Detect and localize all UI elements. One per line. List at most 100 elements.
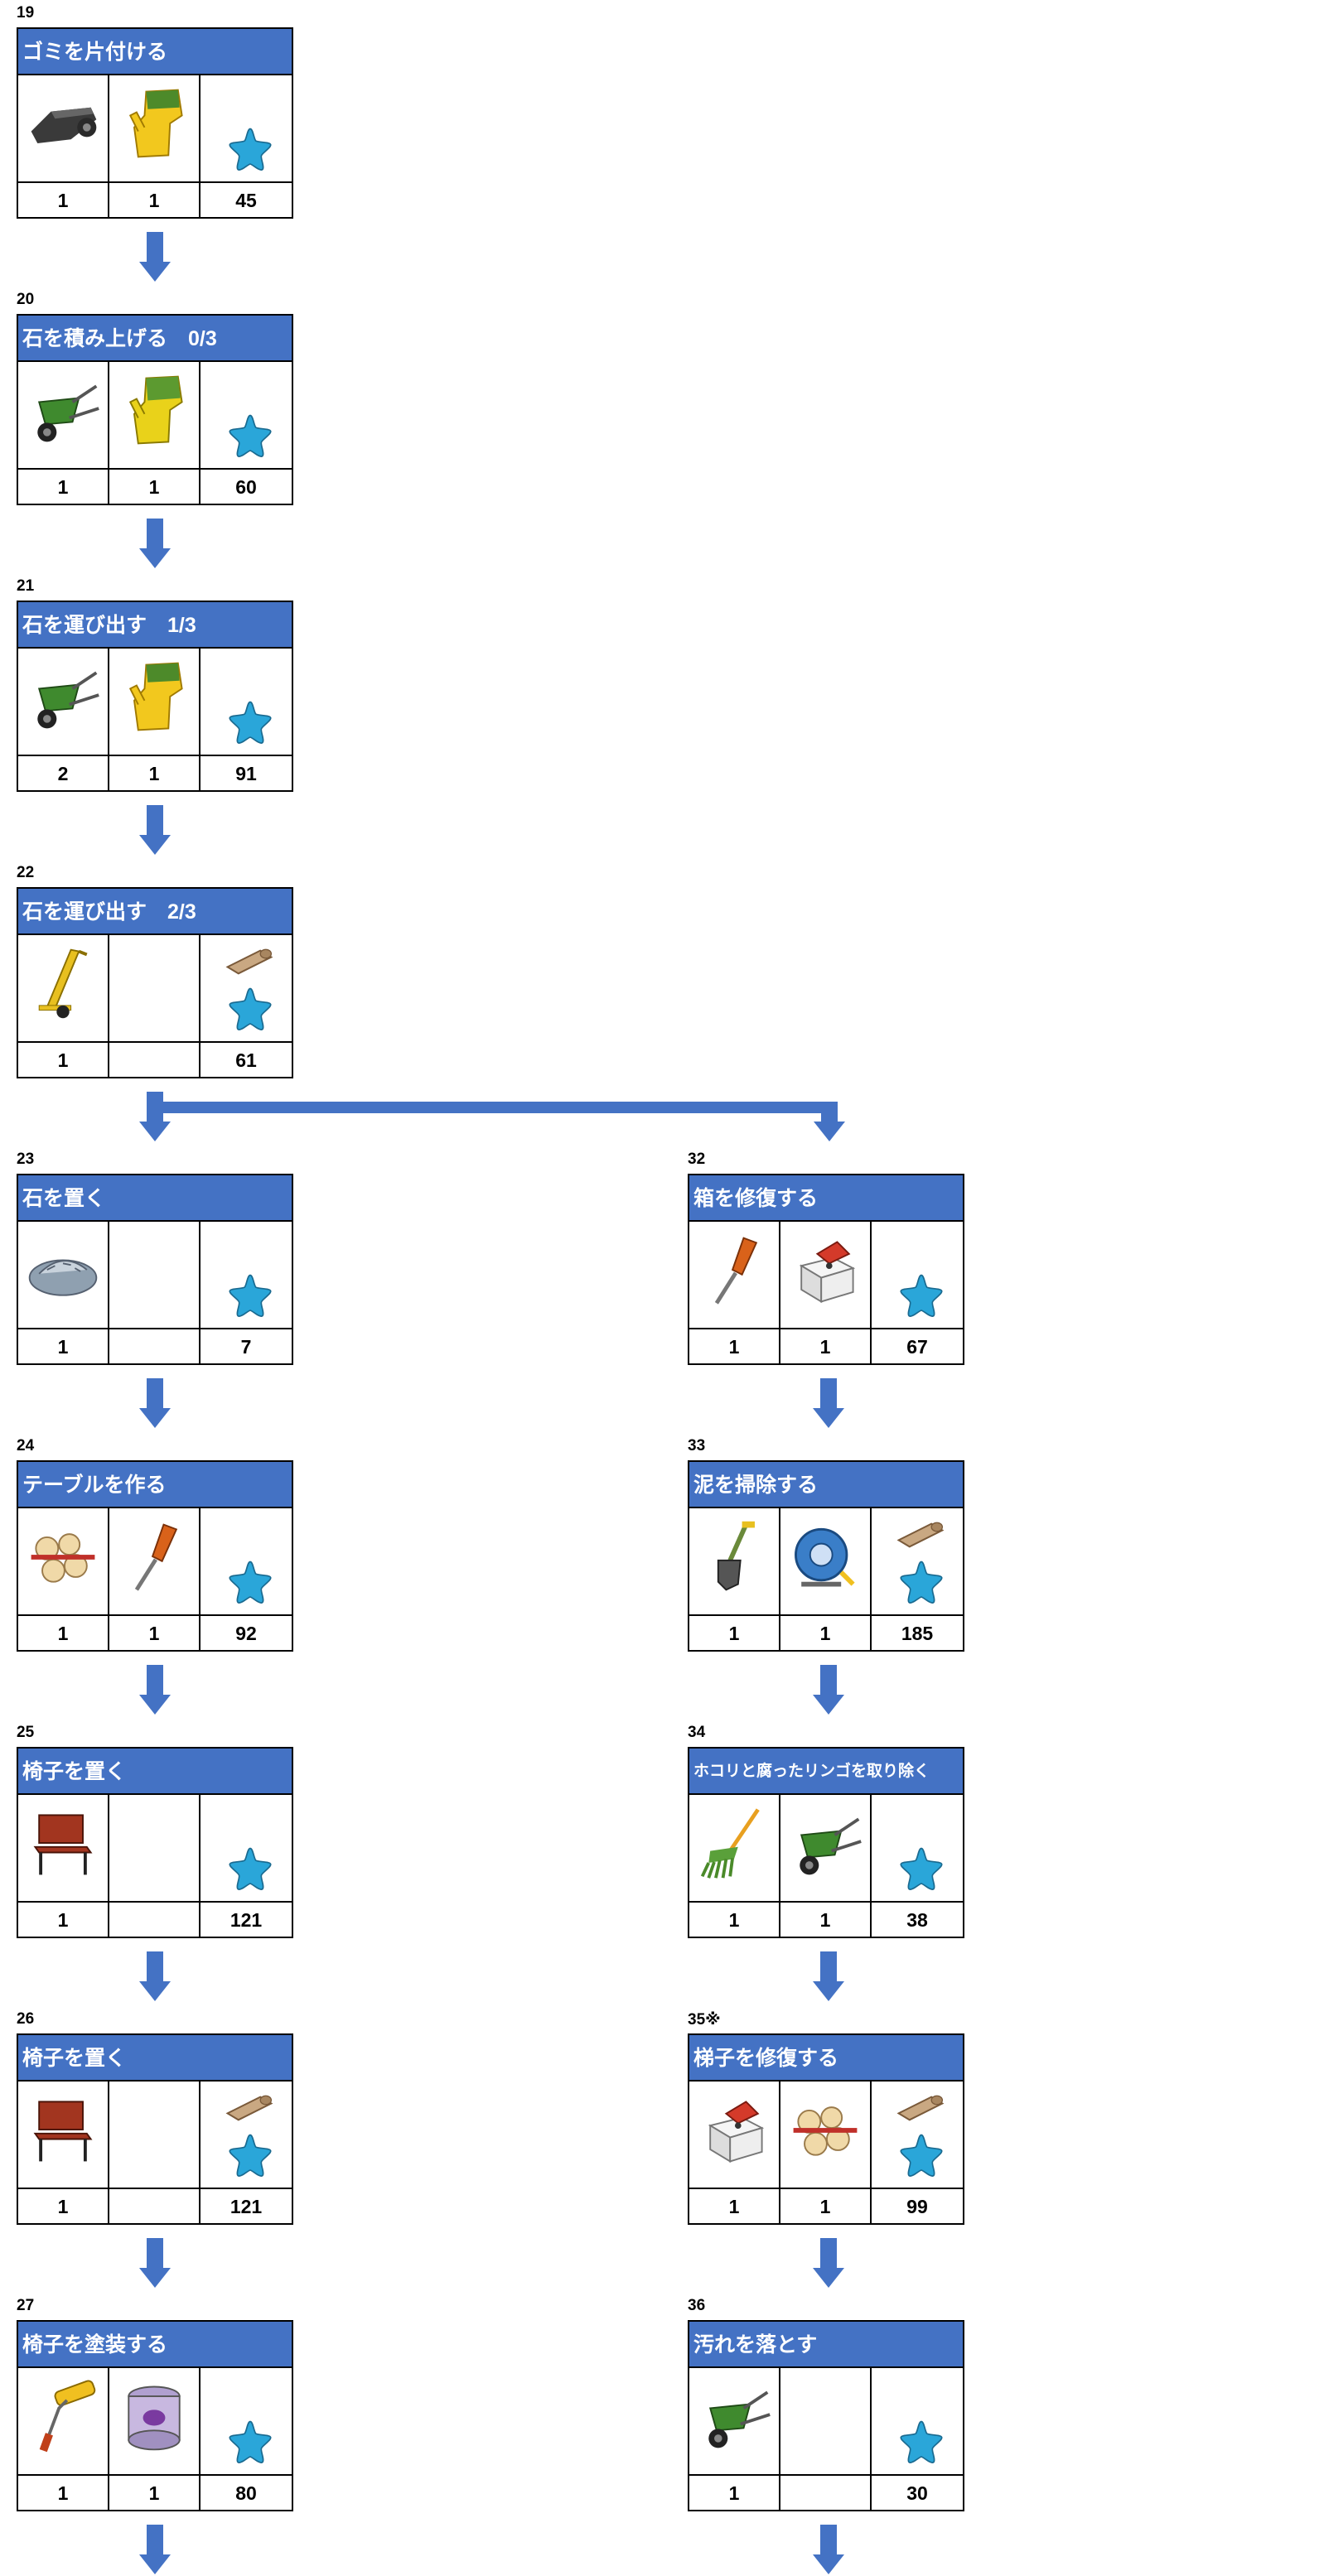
star-icon bbox=[227, 2131, 273, 2178]
count-cell: 1 bbox=[109, 183, 201, 217]
task-title: 椅子を置く bbox=[18, 2035, 292, 2082]
item-slot bbox=[109, 649, 201, 755]
count-cell: 91 bbox=[235, 763, 257, 784]
count-cell: 1 bbox=[109, 470, 201, 504]
task-number: 34 bbox=[688, 1724, 706, 1741]
task-number: 20 bbox=[17, 291, 35, 308]
count-cell: 1 bbox=[689, 1903, 780, 1937]
wheelbarrow-icon bbox=[694, 2376, 774, 2459]
task-title: ゴミを片付ける bbox=[18, 29, 292, 75]
count-cell bbox=[109, 1903, 201, 1937]
item-slot bbox=[689, 1222, 780, 1328]
item-slot bbox=[18, 649, 109, 755]
item-slot bbox=[109, 1508, 201, 1614]
count-cell: 2 bbox=[18, 756, 109, 790]
count-cell: 1 bbox=[689, 1329, 780, 1363]
task-number: 24 bbox=[17, 1437, 35, 1454]
count-cell: 1 bbox=[780, 1329, 872, 1363]
star-icon bbox=[227, 1845, 273, 1891]
star-icon bbox=[227, 985, 273, 1031]
task-table: 椅子を置く 1 121 bbox=[17, 2033, 293, 2225]
hose-reel-icon bbox=[785, 1517, 865, 1599]
item-slot bbox=[18, 75, 109, 181]
count-cell: 1 bbox=[109, 1616, 201, 1650]
item-row bbox=[18, 2082, 292, 2189]
count-cell: 1 bbox=[689, 1616, 780, 1650]
item-slot bbox=[689, 1795, 780, 1901]
count-cell: 1 bbox=[109, 2476, 201, 2510]
reward-slot bbox=[201, 362, 292, 468]
item-row bbox=[18, 362, 292, 470]
paint-roller-icon bbox=[23, 2376, 103, 2459]
item-slot bbox=[109, 1222, 201, 1328]
star-icon bbox=[898, 1558, 945, 1604]
count-cell: 1 bbox=[18, 2189, 109, 2223]
flow-arrow bbox=[814, 1122, 845, 1141]
task-title: ホコリと腐ったリンゴを取り除く bbox=[689, 1749, 963, 1795]
task-title: 泥を掃除する bbox=[689, 1462, 963, 1508]
count-cell: 121 bbox=[230, 2196, 263, 2217]
flow-branch-line bbox=[147, 1102, 838, 1113]
task-number: 36 bbox=[688, 2297, 706, 2314]
wheelbarrow-icon bbox=[785, 1803, 865, 1886]
item-row bbox=[18, 1795, 292, 1903]
task-title: 梯子を修復する bbox=[689, 2035, 963, 2082]
task-title: 汚れを落とす bbox=[689, 2322, 963, 2368]
star-icon bbox=[898, 2131, 945, 2178]
task-title: テーブルを作る bbox=[18, 1462, 292, 1508]
item-row bbox=[689, 1508, 963, 1616]
task-number: 23 bbox=[17, 1151, 35, 1168]
glove-yellow-icon bbox=[114, 84, 194, 166]
item-slot bbox=[18, 1795, 109, 1901]
roll-icon bbox=[893, 2091, 948, 2125]
reward-slot bbox=[872, 1795, 963, 1901]
item-row bbox=[18, 935, 292, 1043]
item-slot bbox=[780, 1795, 872, 1901]
count-cell bbox=[109, 1043, 201, 1077]
count-cell: 1 bbox=[18, 183, 109, 217]
flow-arrow bbox=[139, 2238, 171, 2288]
task-number: 22 bbox=[17, 864, 35, 881]
task-number: 19 bbox=[17, 4, 35, 22]
item-slot bbox=[780, 1508, 872, 1614]
reward-slot bbox=[201, 2082, 292, 2188]
tire-icon bbox=[23, 84, 103, 166]
screwdriver-icon bbox=[694, 1230, 774, 1313]
bench-icon bbox=[23, 1803, 103, 1886]
count-cell: 1 bbox=[689, 2476, 780, 2510]
task-number: 25 bbox=[17, 1724, 35, 1741]
flow-split-stem bbox=[147, 1092, 163, 1125]
task-number: 32 bbox=[688, 1151, 706, 1168]
star-icon bbox=[227, 1558, 273, 1604]
count-cell: 45 bbox=[235, 190, 257, 211]
item-row bbox=[18, 1222, 292, 1329]
count-cell: 80 bbox=[235, 2482, 257, 2504]
item-slot bbox=[109, 2368, 201, 2474]
star-icon bbox=[898, 1845, 945, 1891]
flow-arrow bbox=[813, 1951, 844, 2001]
star-icon bbox=[227, 698, 273, 745]
item-slot bbox=[109, 935, 201, 1041]
reward-slot bbox=[201, 2368, 292, 2474]
task-title: 椅子を塗装する bbox=[18, 2322, 292, 2368]
reward-slot bbox=[872, 1508, 963, 1614]
count-cell bbox=[109, 2189, 201, 2223]
count-cell: 1 bbox=[18, 1329, 109, 1363]
roll-icon bbox=[222, 945, 277, 978]
count-cell: 1 bbox=[689, 2189, 780, 2223]
glove-yellow-icon bbox=[114, 657, 194, 740]
reward-slot bbox=[201, 1508, 292, 1614]
nails-box-icon bbox=[785, 1230, 865, 1313]
